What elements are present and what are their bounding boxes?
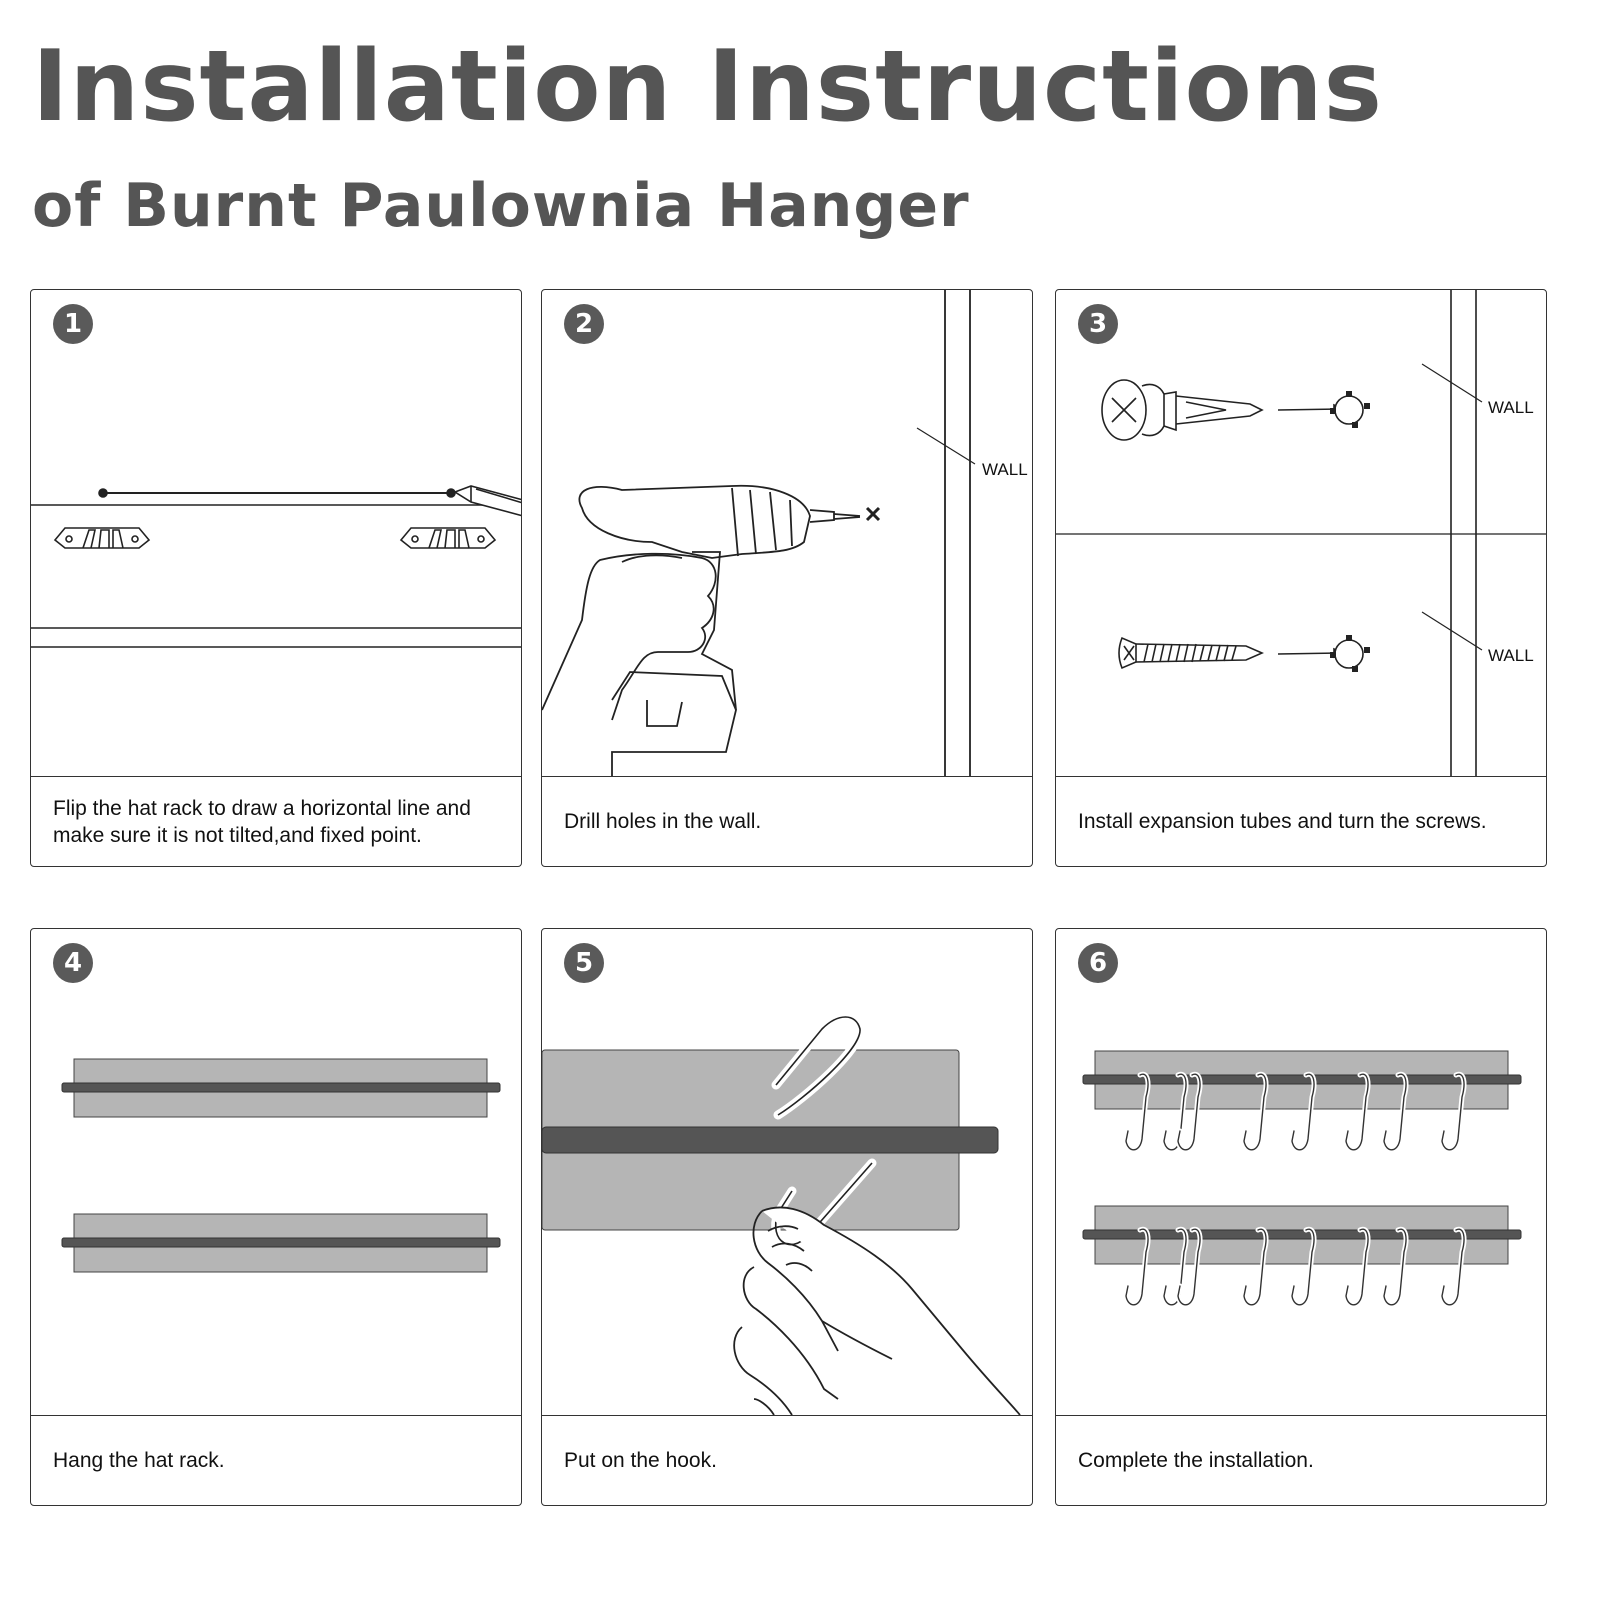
step-caption: Drill holes in the wall. bbox=[564, 810, 762, 833]
step-panel-5: 5 Put on the hook. bbox=[541, 928, 1033, 1506]
s-hook-icon bbox=[1345, 1228, 1369, 1306]
pencil-line-icon bbox=[31, 290, 521, 776]
screw-anchor-icon: WALL WALL bbox=[1056, 290, 1546, 776]
rack-with-hooks-icon bbox=[1056, 929, 1546, 1415]
s-hook-icon bbox=[1243, 1228, 1267, 1306]
step-caption: Complete the installation. bbox=[1078, 1449, 1314, 1472]
hat-rack-icon bbox=[31, 929, 521, 1415]
s-hook-icon bbox=[1441, 1228, 1465, 1306]
step-number-badge: 5 bbox=[564, 943, 604, 983]
step-caption-box: Put on the hook. bbox=[542, 1415, 1032, 1505]
s-hook-icon bbox=[1243, 1073, 1267, 1151]
wall-label: WALL bbox=[982, 460, 1028, 479]
step-caption-box: Hang the hat rack. bbox=[31, 1415, 521, 1505]
step-caption-box: Complete the installation. bbox=[1056, 1415, 1546, 1505]
s-hook-icon bbox=[1383, 1228, 1407, 1306]
s-hook-icon bbox=[1291, 1228, 1315, 1306]
step-caption: Hang the hat rack. bbox=[53, 1449, 225, 1472]
s-hook-icon bbox=[1383, 1073, 1407, 1151]
step-caption-box: Drill holes in the wall. bbox=[542, 776, 1032, 866]
page-subtitle: of Burnt Paulownia Hanger bbox=[32, 171, 970, 241]
step-caption-box: Install expansion tubes and turn the scr… bbox=[1056, 776, 1546, 866]
step-panel-6: 6 Complete the installation. bbox=[1055, 928, 1547, 1506]
step-caption: Flip the hat rack to draw a horizontal l… bbox=[53, 796, 471, 847]
s-hook-icon bbox=[1291, 1073, 1315, 1151]
step-caption: Put on the hook. bbox=[564, 1449, 717, 1472]
step-number-badge: 4 bbox=[53, 943, 93, 983]
step-number-badge: 6 bbox=[1078, 943, 1118, 983]
drill-icon: WALL bbox=[542, 290, 1032, 776]
step-caption: Install expansion tubes and turn the scr… bbox=[1078, 810, 1487, 833]
step-panel-2: 2 WALL Drill holes in the wall. bbox=[541, 289, 1033, 867]
step-caption-box: Flip the hat rack to draw a horizontal l… bbox=[31, 776, 521, 866]
s-hook-icon bbox=[1177, 1073, 1201, 1151]
wall-label-top: WALL bbox=[1488, 398, 1534, 417]
step-number-badge: 2 bbox=[564, 304, 604, 344]
s-hook-icon bbox=[1177, 1228, 1201, 1306]
s-hook-icon bbox=[1345, 1073, 1369, 1151]
step-panel-4: 4 Hang the hat rack. bbox=[30, 928, 522, 1506]
wall-label-bottom: WALL bbox=[1488, 646, 1534, 665]
step-number-badge: 3 bbox=[1078, 304, 1118, 344]
s-hook-icon bbox=[1125, 1228, 1149, 1306]
s-hook-hand-icon bbox=[542, 929, 1032, 1415]
s-hook-icon bbox=[1441, 1073, 1465, 1151]
step-panel-3: 3 bbox=[1055, 289, 1547, 867]
page-title: Installation Instructions bbox=[32, 30, 1383, 144]
step-number-badge: 1 bbox=[53, 304, 93, 344]
s-hook-icon bbox=[1125, 1073, 1149, 1151]
step-panel-1: 1 bbox=[30, 289, 522, 867]
